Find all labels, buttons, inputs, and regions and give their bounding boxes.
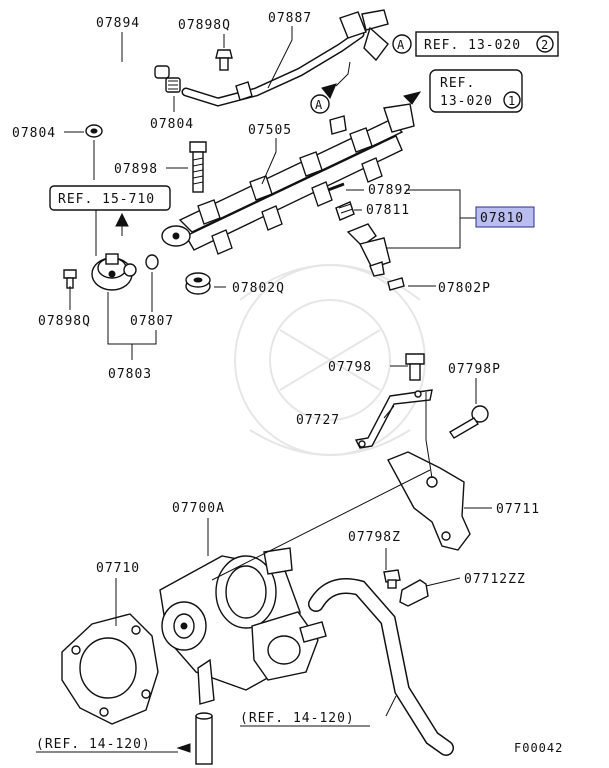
part-07711-label: 07711 — [496, 502, 540, 517]
ref-13-020-2-label: REF. 13-020 — [424, 38, 521, 53]
ref-14-120-right-label[interactable]: (REF. 14-120) — [240, 711, 355, 726]
part-07803-label: 07803 — [108, 367, 152, 382]
part-07727-label: 07727 — [296, 413, 340, 428]
clip-07804-top[interactable] — [165, 77, 181, 93]
part-07804-left-label: 07804 — [12, 126, 56, 141]
part-07892-label: 07892 — [368, 183, 412, 198]
fuel-pressure-regulator-07807[interactable] — [91, 253, 137, 291]
ref-13-020-2-callout[interactable]: A REF. 13-020 2 — [392, 31, 559, 57]
part-07898-label: 07898 — [114, 162, 158, 177]
ref-13-020-1-number: 1 — [508, 94, 516, 108]
bolt-07898q-left[interactable] — [63, 269, 77, 289]
bolt-07798[interactable] — [405, 353, 425, 381]
diagram-code: F00042 — [514, 741, 563, 755]
part-07505-label: 07505 — [248, 123, 292, 138]
bolt-07798z[interactable] — [383, 569, 401, 589]
svg-text:A: A — [315, 98, 323, 112]
part-07810-highlight[interactable]: 07810 — [475, 206, 535, 228]
part-07710-label: 07710 — [96, 561, 140, 576]
bracket-07711[interactable] — [387, 451, 471, 551]
bracket-07727[interactable] — [354, 389, 433, 449]
leader-lines — [64, 26, 492, 626]
ref-13-020-2-number: 2 — [541, 38, 549, 52]
bolt-07898q-top[interactable] — [215, 49, 233, 71]
o-ring-07892[interactable] — [327, 182, 345, 192]
part-07810-label: 07810 — [480, 211, 524, 226]
bolt-07798p[interactable] — [449, 405, 489, 439]
part-07798p-label: 07798P — [448, 362, 501, 377]
part-07798-label: 07798 — [328, 360, 372, 375]
part-07700a-label: 07700A — [172, 501, 225, 516]
part-07887-label: 07887 — [268, 11, 312, 26]
fuel-rail-07505[interactable] — [161, 103, 415, 255]
ref-14-120-left-label[interactable]: (REF. 14-120) — [36, 737, 151, 752]
flow-arrows — [115, 61, 422, 753]
gasket-07710[interactable] — [61, 613, 159, 725]
watermark-emblem — [234, 264, 426, 456]
ref-15-710-label: REF. 15-710 — [58, 192, 155, 207]
throttle-body-07700a[interactable] — [159, 547, 327, 705]
vacuum-hose-07887[interactable] — [181, 9, 389, 107]
flow-marker-a-top: A — [397, 38, 405, 52]
o-ring-07807[interactable] — [145, 254, 159, 270]
bolt-07898[interactable] — [189, 141, 207, 193]
part-07807-label: 07807 — [130, 314, 174, 329]
vacuum-hose-07894[interactable] — [87, 60, 170, 113]
insulator-07811[interactable] — [335, 201, 355, 221]
hose-ref-14-120-left[interactable] — [195, 712, 213, 765]
o-ring-07802p[interactable] — [387, 277, 405, 291]
ref-13-020-1-callout[interactable]: REF. 13-020 1 — [429, 69, 523, 113]
ref-13-020-1-line1: REF. — [440, 76, 475, 91]
part-07802p-label: 07802P — [438, 281, 491, 296]
part-07802q-label: 07802Q — [232, 281, 285, 296]
injector-07810[interactable] — [346, 223, 391, 277]
part-07894-label: 07894 — [96, 16, 140, 31]
part-07898q-top-label: 07898Q — [178, 18, 231, 33]
part-07804-mid-label: 07804 — [150, 117, 194, 132]
part-labels: 07894 07898Q 07887 07804 07804 07505 078… — [12, 11, 540, 587]
part-07811-label: 07811 — [366, 203, 410, 218]
flow-marker-a-mid: A — [310, 94, 330, 114]
bracket-07712zz[interactable] — [399, 579, 429, 607]
part-07898q-left-label: 07898Q — [38, 314, 91, 329]
ref-13-020-1-line2: 13-020 — [440, 94, 493, 109]
ref-15-710-callout[interactable]: REF. 15-710 — [49, 185, 171, 211]
clip-07804-left[interactable] — [85, 124, 103, 138]
grommet-07802q[interactable] — [185, 272, 211, 295]
hose-ref-14-120-right[interactable] — [308, 578, 454, 756]
part-07798z-label: 07798Z — [348, 530, 401, 545]
part-07712zz-label: 07712ZZ — [464, 572, 526, 587]
